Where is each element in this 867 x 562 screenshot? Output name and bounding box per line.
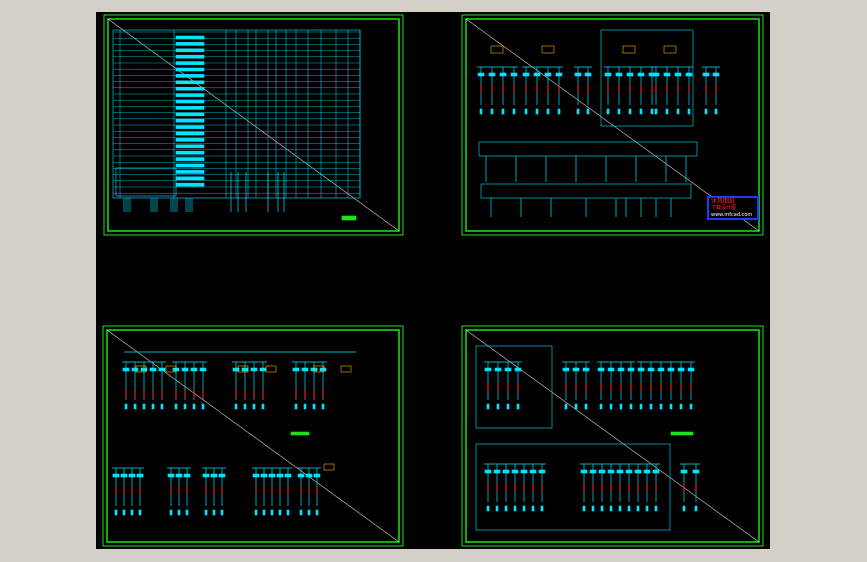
schedule-table (112, 29, 361, 221)
drawing-sheet-3[interactable] (102, 325, 404, 547)
stamp-line-3: www.mfcad.com (711, 212, 753, 218)
watermark-stamp: 沐风图纸 下载设计图 www.mfcad.com (707, 196, 759, 220)
distribution-diagram-group (112, 351, 356, 516)
drawing-sheet-4[interactable] (461, 325, 764, 547)
drawing-sheet-2[interactable] (461, 14, 764, 236)
distribution-diagram-group (477, 29, 720, 217)
stamp-line-2: 下载设计图 (711, 205, 737, 211)
distribution-diagram-group (475, 345, 700, 531)
cad-drawing-canvas[interactable] (96, 12, 770, 549)
stamp-line-1: 沐风图纸 (711, 198, 736, 205)
drawing-sheet-1[interactable] (103, 14, 404, 236)
drawing-viewport[interactable]: 沐风图纸 下载设计图 www.mfcad.com (96, 12, 770, 549)
